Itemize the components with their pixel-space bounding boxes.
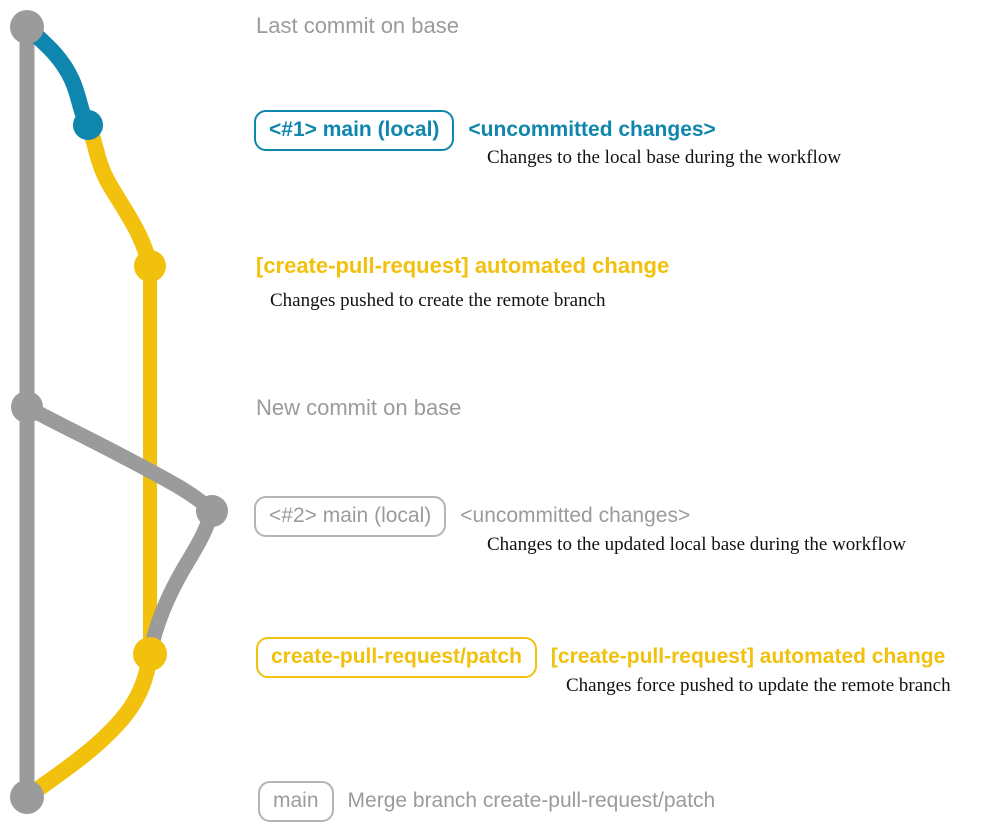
commit-node-automated-1[interactable]	[134, 250, 166, 282]
heading-last-commit-on-base: Last commit on base	[256, 13, 459, 38]
row-merge: main Merge branch create-pull-request/pa…	[258, 781, 715, 822]
caption-automated-1: Changes pushed to create the remote bran…	[270, 290, 606, 311]
commit-node-new-base[interactable]	[11, 391, 43, 423]
commit-node-merge[interactable]	[10, 780, 44, 814]
branch-pill-create-pull-request-patch[interactable]: create-pull-request/patch	[256, 637, 537, 678]
commit-subject-merge: Merge branch create-pull-request/patch	[347, 789, 716, 812]
branch-pill-main[interactable]: main	[258, 781, 334, 822]
edge-local2-to-automated2	[142, 503, 220, 662]
commit-subject-local-1: <uncommitted changes>	[468, 118, 716, 141]
commit-subject-local-2: <uncommitted changes>	[460, 504, 691, 527]
edge-automated2-to-merge	[19, 646, 158, 805]
commit-node-automated-2[interactable]	[133, 637, 167, 671]
branch-pill-local-1[interactable]: <#1> main (local)	[254, 110, 455, 151]
caption-local-1: Changes to the local base during the wor…	[487, 147, 842, 168]
commit-node-local-1[interactable]	[73, 110, 103, 140]
heading-automated-change-1: [create-pull-request] automated change	[256, 253, 670, 278]
row-local-1: <#1> main (local) <uncommitted changes>	[254, 110, 716, 151]
caption-local-2: Changes to the updated local base during…	[487, 534, 906, 555]
edge-base-to-local1	[19, 19, 96, 133]
row-local-2: <#2> main (local) <uncommitted changes>	[254, 496, 690, 537]
branch-pill-local-2[interactable]: <#2> main (local)	[254, 496, 447, 537]
commit-node-last-base[interactable]	[10, 10, 44, 44]
commit-node-local-2[interactable]	[196, 495, 228, 527]
edge-local1-to-automated1	[80, 117, 158, 274]
commit-subject-automated-2: [create-pull-request] automated change	[550, 645, 946, 668]
caption-automated-2: Changes force pushed to update the remot…	[566, 675, 951, 696]
row-automated-2: create-pull-request/patch [create-pull-r…	[256, 637, 945, 678]
edge-newbase-to-local2	[19, 399, 220, 519]
heading-new-commit-on-base: New commit on base	[256, 395, 462, 420]
